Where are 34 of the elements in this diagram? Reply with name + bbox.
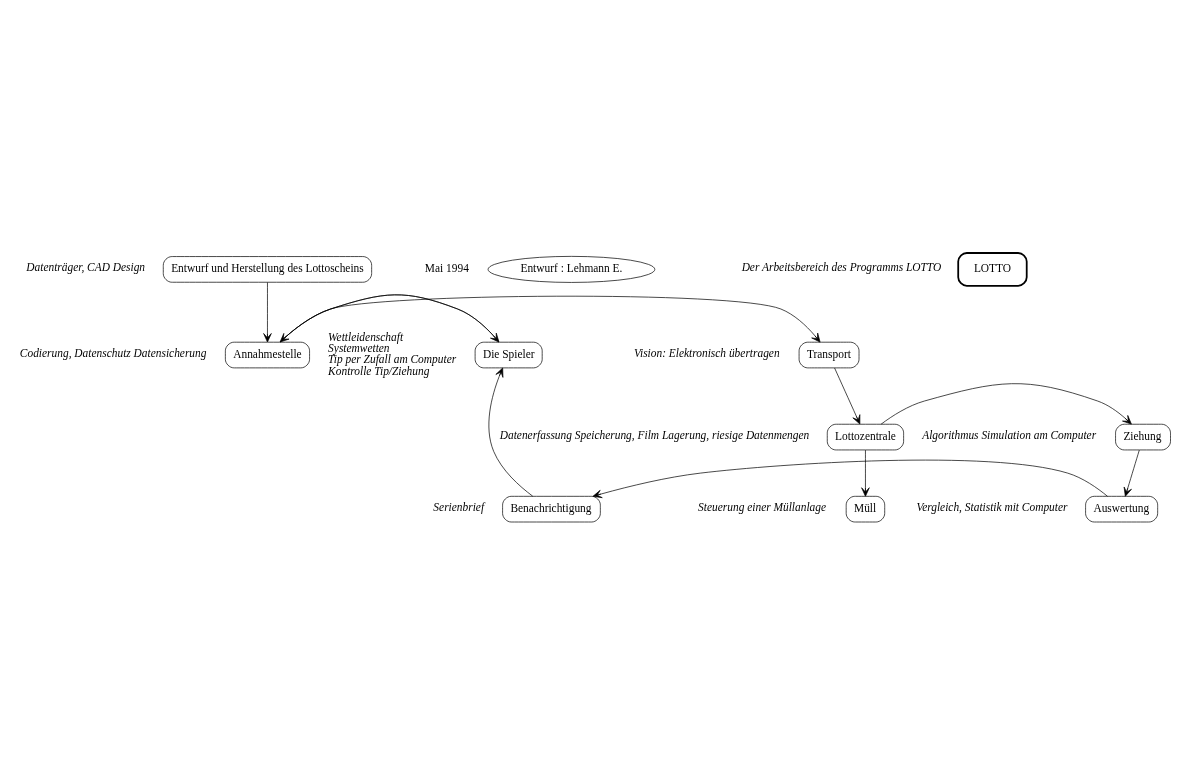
- arrow: [279, 294, 500, 342]
- node-label: Algorithmus Simulation am Computer: [922, 428, 1097, 441]
- node-box: Die Spieler: [474, 341, 543, 368]
- arrow: [861, 449, 870, 497]
- node-box: LOTTO: [957, 251, 1028, 287]
- node-box: Entwurf und Herstellung des Lottoscheins: [162, 255, 372, 283]
- arrow: [880, 382, 1132, 425]
- node-box: Annahmestelle: [225, 341, 310, 368]
- arrow: [834, 367, 861, 424]
- node-label: Vision: Elektronisch übertragen: [633, 346, 780, 359]
- node-box: Benachrichtigung: [502, 495, 601, 522]
- node-label: Systemwetten: [328, 341, 390, 354]
- node-label: Codierung, Datenschutz Datensicherung: [19, 346, 207, 359]
- arrow: [592, 459, 1108, 498]
- node-ellipse: Entwurf : Lehmann E.: [487, 255, 656, 283]
- node-label: Tip per Zufall am Computer: [328, 352, 457, 365]
- node-label: Mai 1994: [424, 261, 469, 274]
- node-box: Lottozentrale: [826, 423, 904, 450]
- node-box: Ziehung: [1115, 423, 1171, 450]
- node-box: Transport: [798, 341, 860, 368]
- node-label: Kontrolle Tip/Ziehung: [328, 364, 430, 377]
- node-box: Auswertung: [1085, 495, 1158, 522]
- arrow: [1123, 449, 1140, 497]
- node-label: Steuerung einer Müllanlage: [698, 500, 827, 513]
- node-label: Vergleich, Statistik mit Computer: [916, 500, 1068, 513]
- node-label: Wettleidenschaft: [328, 330, 404, 343]
- arrow: [263, 281, 272, 342]
- node-label: Datenerfassung Speicherung, Film Lagerung, riesige Datenmengen: [499, 428, 810, 441]
- arrow: [488, 367, 534, 497]
- node-box: Müll: [845, 495, 886, 522]
- node-label: Serienbrief: [433, 500, 485, 513]
- node-label: Datenträger, CAD Design: [26, 260, 146, 273]
- arrow: [279, 295, 821, 342]
- node-label: Der Arbeitsbereich des Programms LOTTO: [741, 260, 942, 273]
